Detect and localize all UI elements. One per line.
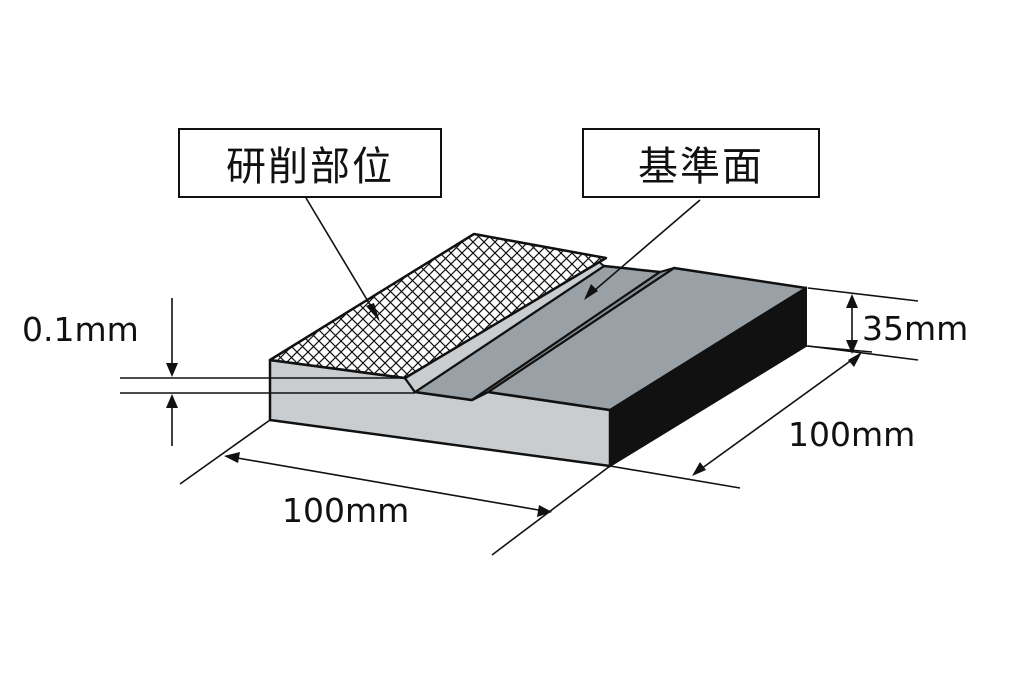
depth-arrow-low [692,462,706,476]
height-arrow-top [846,294,858,308]
grinding-area-arrowhead [366,303,380,322]
reference-surface-leader [587,199,701,297]
thickness-arrow-top [166,363,178,377]
depth-dimension [609,345,873,489]
groove-wall [471,267,675,401]
height-arrow-bottom [846,340,858,354]
width-arrow-right [537,505,552,517]
reference-surface-arrowhead [584,284,598,300]
reference-surface-callout: 基準面 [582,128,820,198]
grinding-area-leader [305,197,379,319]
depth-arrow-high [848,352,862,367]
grinding-depth-label: 0.1mm [22,310,139,349]
grinding-area-surface [268,232,608,380]
width-arrow-left [224,452,240,463]
reference-surface-label: 基準面 [638,144,764,190]
grinding-area-label: 研削部位 [226,144,394,190]
block-height-label: 35mm [862,309,969,348]
thickness-arrow-bottom [166,394,178,408]
block-depth-label: 100mm [788,415,916,454]
grinding-area-callout: 研削部位 [178,128,442,198]
width-dimension [179,419,611,556]
block-width-label: 100mm [282,491,410,530]
